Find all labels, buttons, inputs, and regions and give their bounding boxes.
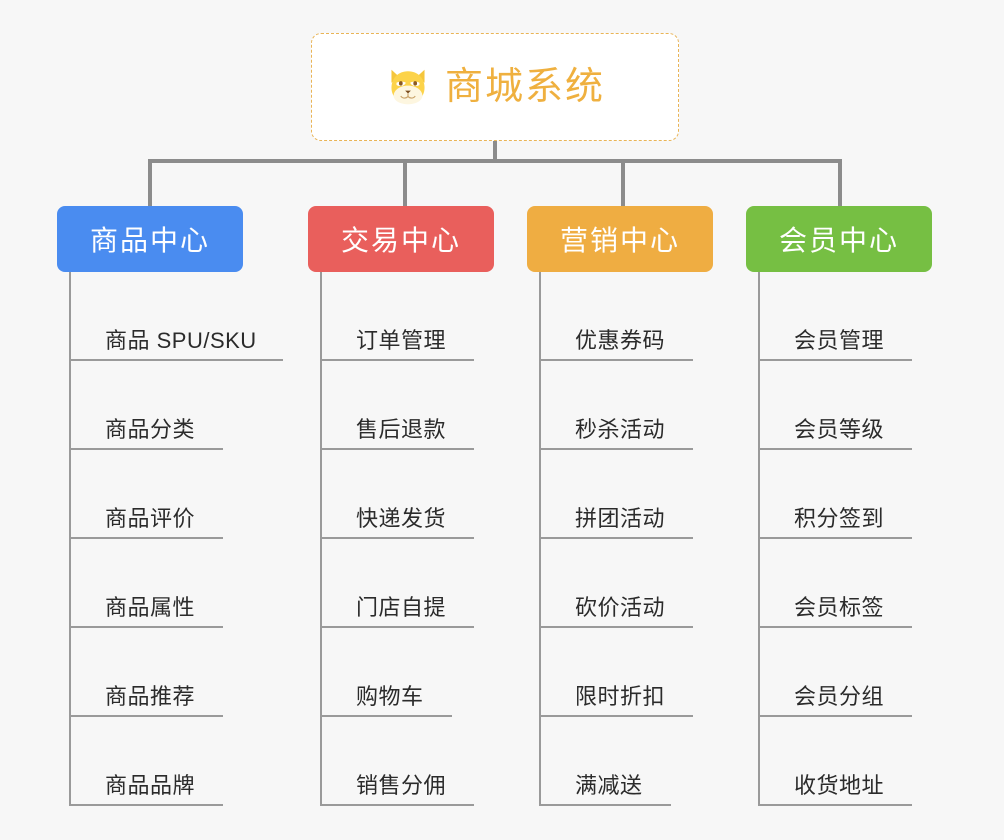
list-item[interactable]: 拼团活动 xyxy=(541,450,713,539)
leaf-label: 快递发货 xyxy=(356,506,447,531)
leaf-label: 限时折扣 xyxy=(575,684,666,709)
branch-marketing-center: 营销中心 优惠券码 秒杀活动 拼团活动 砍价活动 限时折扣 xyxy=(527,206,713,806)
leaf-underline xyxy=(541,537,693,539)
root-stem-connector xyxy=(493,141,497,163)
drop-connector-2 xyxy=(403,159,407,206)
leaf-underline xyxy=(760,359,912,361)
list-item[interactable]: 优惠券码 xyxy=(541,272,713,361)
leaf-label: 会员标签 xyxy=(794,595,885,620)
leaf-label: 会员等级 xyxy=(794,417,885,442)
leaf-underline xyxy=(71,715,223,717)
drop-connector-4 xyxy=(838,159,842,206)
leaf-underline xyxy=(71,537,223,539)
leaf-label: 商品评价 xyxy=(105,506,196,531)
list-item[interactable]: 收货地址 xyxy=(760,717,932,806)
list-item[interactable]: 会员标签 xyxy=(760,539,932,628)
list-item[interactable]: 商品 SPU/SKU xyxy=(71,272,283,361)
list-item[interactable]: 秒杀活动 xyxy=(541,361,713,450)
shiba-dog-icon xyxy=(391,69,425,105)
list-item[interactable]: 快递发货 xyxy=(322,450,494,539)
leaf-underline xyxy=(760,626,912,628)
leaf-underline xyxy=(541,359,693,361)
list-item[interactable]: 砍价活动 xyxy=(541,539,713,628)
category-box-3[interactable]: 会员中心 xyxy=(746,206,932,272)
leaf-underline xyxy=(760,537,912,539)
drop-connector-1 xyxy=(148,159,152,206)
leaf-label: 门店自提 xyxy=(356,595,447,620)
leaf-label: 优惠券码 xyxy=(575,328,666,353)
list-item[interactable]: 商品分类 xyxy=(71,361,275,450)
leaf-underline xyxy=(71,359,283,361)
leaf-label: 商品品牌 xyxy=(105,773,196,798)
leaf-label: 收货地址 xyxy=(794,773,885,798)
leaf-label: 商品分类 xyxy=(105,417,196,442)
leaf-list-2: 优惠券码 秒杀活动 拼团活动 砍价活动 限时折扣 满减送 xyxy=(539,272,713,806)
category-box-0[interactable]: 商品中心 xyxy=(57,206,243,272)
leaf-underline xyxy=(541,626,693,628)
leaf-underline xyxy=(541,715,693,717)
list-item[interactable]: 限时折扣 xyxy=(541,628,713,717)
list-item[interactable]: 积分签到 xyxy=(760,450,932,539)
leaf-list-1: 订单管理 售后退款 快递发货 门店自提 购物车 销售分佣 xyxy=(320,272,494,806)
leaf-underline xyxy=(322,626,474,628)
leaf-list-0: 商品 SPU/SKU 商品分类 商品评价 商品属性 商品推荐 商品品牌 xyxy=(69,272,283,806)
root-node[interactable]: 商城系统 xyxy=(311,33,679,141)
branch-member-center: 会员中心 会员管理 会员等级 积分签到 会员标签 会员分组 xyxy=(746,206,932,806)
category-label-0: 商品中心 xyxy=(89,225,210,256)
root-title: 商城系统 xyxy=(444,66,605,108)
category-label-3: 会员中心 xyxy=(778,225,899,256)
leaf-label: 销售分佣 xyxy=(356,773,447,798)
leaf-underline xyxy=(760,448,912,450)
list-item[interactable]: 会员分组 xyxy=(760,628,932,717)
leaf-underline xyxy=(322,804,474,806)
leaf-underline xyxy=(541,448,693,450)
leaf-underline xyxy=(322,448,474,450)
leaf-underline xyxy=(71,448,223,450)
leaf-underline xyxy=(322,715,452,717)
leaf-underline xyxy=(760,804,912,806)
list-item[interactable]: 售后退款 xyxy=(322,361,494,450)
list-item[interactable]: 会员管理 xyxy=(760,272,932,361)
leaf-label: 积分签到 xyxy=(794,506,885,531)
list-item[interactable]: 购物车 xyxy=(322,628,494,717)
leaf-underline xyxy=(760,715,912,717)
horizontal-bus-connector xyxy=(148,159,840,163)
leaf-label: 砍价活动 xyxy=(575,595,666,620)
list-item[interactable]: 商品属性 xyxy=(71,539,275,628)
leaf-underline xyxy=(71,804,223,806)
category-box-1[interactable]: 交易中心 xyxy=(308,206,494,272)
category-label-2: 营销中心 xyxy=(559,225,680,256)
leaf-label: 购物车 xyxy=(356,684,424,709)
list-item[interactable]: 会员等级 xyxy=(760,361,932,450)
list-item[interactable]: 商品评价 xyxy=(71,450,275,539)
leaf-underline xyxy=(322,359,474,361)
leaf-label: 秒杀活动 xyxy=(575,417,666,442)
list-item[interactable]: 商品推荐 xyxy=(71,628,275,717)
leaf-label: 售后退款 xyxy=(356,417,447,442)
drop-connector-3 xyxy=(621,159,625,206)
leaf-label: 会员管理 xyxy=(794,328,885,353)
leaf-underline xyxy=(541,804,671,806)
list-item[interactable]: 门店自提 xyxy=(322,539,494,628)
leaf-underline xyxy=(71,626,223,628)
leaf-underline xyxy=(322,537,474,539)
list-item[interactable]: 销售分佣 xyxy=(322,717,494,806)
leaf-label: 商品 SPU/SKU xyxy=(105,328,257,353)
category-label-1: 交易中心 xyxy=(340,225,461,256)
leaf-label: 满减送 xyxy=(575,773,643,798)
leaf-label: 商品属性 xyxy=(105,595,196,620)
leaf-label: 会员分组 xyxy=(794,684,885,709)
list-item[interactable]: 订单管理 xyxy=(322,272,494,361)
leaf-label: 拼团活动 xyxy=(575,506,666,531)
list-item[interactable]: 商品品牌 xyxy=(71,717,275,806)
leaf-label: 订单管理 xyxy=(356,328,447,353)
leaf-label: 商品推荐 xyxy=(105,684,196,709)
branch-product-center: 商品中心 商品 SPU/SKU 商品分类 商品评价 商品属性 商品推荐 xyxy=(57,206,283,806)
branch-trade-center: 交易中心 订单管理 售后退款 快递发货 门店自提 购物车 xyxy=(308,206,494,806)
leaf-list-3: 会员管理 会员等级 积分签到 会员标签 会员分组 收货地址 xyxy=(758,272,932,806)
category-box-2[interactable]: 营销中心 xyxy=(527,206,713,272)
list-item[interactable]: 满减送 xyxy=(541,717,713,806)
